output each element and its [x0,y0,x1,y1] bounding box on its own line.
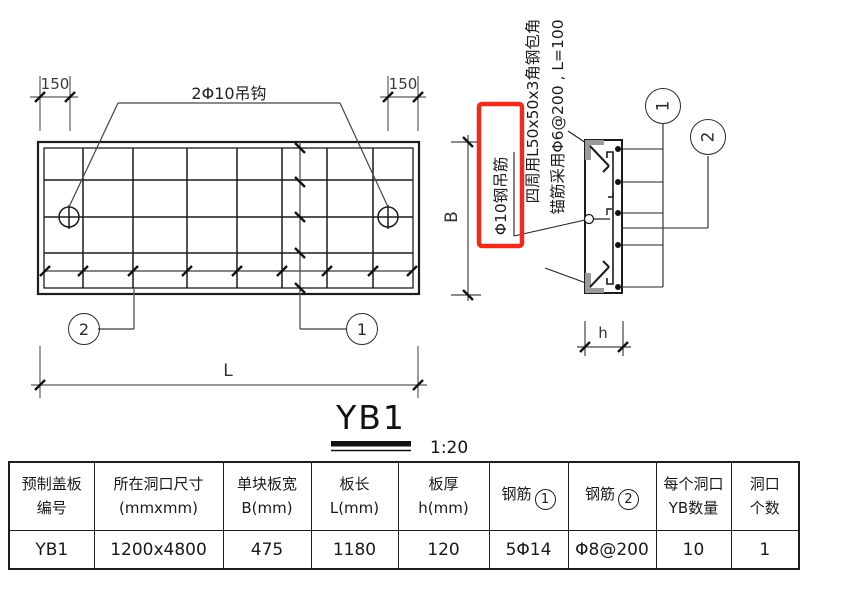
hanger-bar-hooks [589,145,610,288]
plan-balloon-2: 2 [68,313,100,345]
section-dim-h-label: h [598,324,608,342]
section-balloon-1-number: 1 [652,100,673,112]
section-balloon-2: 2 [690,119,726,155]
cell-panel-length: 1180 [310,530,399,570]
plan-horizontal-bars [44,179,413,254]
cell-rebar-2: Φ8@200 [567,530,657,570]
main-rebar-dots [615,146,621,290]
header-opening-count: 洞口 个数 [730,461,800,531]
cell-opening-size: 1200x4800 [93,530,224,570]
plan-hook-label: 2Φ10吊钩 [191,84,267,103]
circled-number-2-icon: 2 [618,489,639,511]
spec-table-header-row: 预制盖板 编号 所在洞口尺寸 (mmxmm) 单块板宽 B(mm) 板长 L(m… [8,461,800,531]
cell-opening-count: 1 [730,530,800,570]
rebar-tick-marks-vertical [294,142,306,294]
plan-balloon-1-number: 1 [356,319,368,339]
highlight-box [476,101,525,249]
plan-dim-length-label: L [223,361,233,381]
dim-B [451,135,481,301]
section-balloon-1: 1 [645,88,681,124]
header-opening-size: 所在洞口尺寸 (mmxmm) [93,461,224,531]
dim-L [31,346,427,398]
header-panel-id: 预制盖板 编号 [8,461,95,531]
cell-panel-thickness: 120 [397,530,490,570]
note-leaders [513,130,587,284]
cell-panel-id: YB1 [8,530,95,570]
section-view [451,101,709,356]
corner-angle-bottom [585,273,604,293]
cell-panel-width: 475 [222,530,312,570]
plan-dim-150-right-label: 150 [388,75,418,93]
section-balloon-leaders [621,123,709,288]
section-note-angle-steel: 四周用L50x50x3角钢包角 [524,18,542,204]
drawing-scale: 1:20 [430,438,469,458]
header-panel-length: 板长 L(mm) [310,461,399,531]
dim-150-ticks [34,91,424,103]
header-yb-per-opening: 每个洞口 YB数量 [655,461,732,531]
spec-table-data-row: YB1 1200x4800 475 1180 120 5Φ14 Φ8@200 1… [8,530,800,570]
plan-outer-edge [36,140,421,296]
dim-L-ticks [34,379,424,391]
hanger-bar-section [583,213,610,225]
hook-label-leader [68,102,389,208]
section-note-anchor-bar: 锚筋采用Φ6@200 , L=100 [549,19,567,215]
cell-rebar-1: 5Φ14 [488,530,569,570]
spec-table: 预制盖板 编号 所在洞口尺寸 (mmxmm) 单块板宽 B(mm) 板长 L(m… [8,461,800,570]
plan-view [30,76,427,452]
dim-h-ticks [579,341,629,353]
rebar-tick-marks-horizontal [39,265,418,277]
circled-number-1-icon: 1 [534,489,556,511]
corner-angle-top [585,140,604,160]
section-balloon-2-number: 2 [697,131,718,143]
plan-balloon-1: 1 [346,313,378,345]
header-panel-thickness: 板厚 h(mm) [397,461,490,531]
plan-vertical-bars [82,148,374,288]
cell-yb-per-opening: 10 [655,530,732,570]
plan-balloon-2-number: 2 [78,319,90,339]
title-underline [331,441,411,452]
section-dim-B-label: B [442,211,462,223]
distribution-bar [606,151,614,285]
header-panel-width: 单块板宽 B(mm) [222,461,312,531]
drawing-title: YB1 [336,398,406,437]
section-note-hanger-bar: Φ10钢吊筋 [492,156,510,236]
plan-dim-150-left-label: 150 [40,75,70,93]
plan-inner-edge [43,147,414,289]
plan-marked-bar-lines [44,142,413,330]
dim-B-ticks [462,136,474,301]
